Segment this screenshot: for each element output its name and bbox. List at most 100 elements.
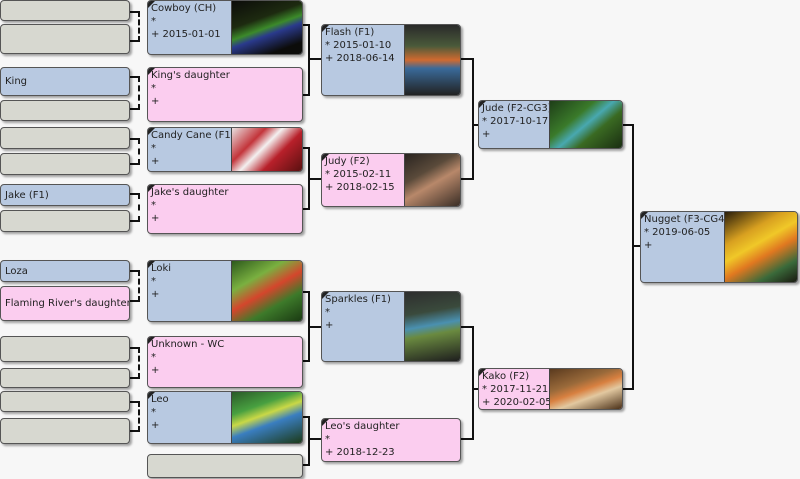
- person-card[interactable]: Loza: [0, 260, 130, 282]
- person-name: King's daughter: [151, 70, 230, 81]
- person-card[interactable]: Candy Cane (F1) * +: [147, 127, 303, 172]
- person-card-empty[interactable]: [0, 24, 130, 54]
- person-card-root[interactable]: Nugget (F3-CG4)* 2019-06-05+: [640, 211, 798, 283]
- person-name: Jude (F2-CG3): [482, 103, 552, 114]
- connector-line: [303, 464, 309, 466]
- person-card-empty[interactable]: [0, 418, 130, 444]
- connector-line: [138, 138, 140, 165]
- card-corner-marker: [148, 392, 155, 399]
- person-name: King: [5, 76, 28, 87]
- person-name: Jake (F1): [5, 189, 49, 201]
- connector-line: [130, 76, 140, 78]
- connector-line: [472, 124, 478, 126]
- connector-line: [130, 300, 140, 302]
- death-date: +: [151, 96, 160, 107]
- birth-date: * 2015-02-11: [325, 169, 392, 180]
- connector-line: [138, 193, 140, 222]
- person-card[interactable]: Flash (F1) * 2015-01-10 + 2018-06-14: [321, 24, 461, 96]
- person-card[interactable]: Leo*+: [147, 391, 303, 444]
- connector-line: [138, 11, 140, 42]
- person-card[interactable]: Jake (F1): [0, 184, 130, 206]
- person-card-empty[interactable]: [0, 391, 130, 412]
- card-corner-marker: [641, 212, 648, 219]
- death-date: +: [325, 320, 334, 331]
- person-name: Flash (F1): [325, 27, 375, 38]
- connector-line: [138, 76, 140, 110]
- connector-line: [303, 416, 309, 418]
- death-date: +: [482, 129, 491, 140]
- connector-line: [130, 163, 140, 165]
- person-card[interactable]: Cowboy (CH)* + 2015-01-01: [147, 0, 303, 55]
- birth-date: * 2019-06-05: [644, 227, 711, 238]
- birth-date: *: [151, 352, 156, 363]
- connector-line: [472, 58, 474, 180]
- person-card[interactable]: Flaming River's daughter: [0, 286, 130, 321]
- person-card-empty[interactable]: [0, 127, 130, 149]
- birth-date: * 2017-10-17: [482, 116, 549, 127]
- connector-line: [623, 388, 633, 390]
- card-corner-marker: [479, 101, 486, 108]
- person-card[interactable]: Kako (F2)* 2017-11-21+ 2020-02-05: [478, 368, 623, 410]
- person-name: Loza: [5, 265, 28, 277]
- person-card-empty[interactable]: [147, 454, 303, 478]
- death-date: +: [151, 156, 160, 167]
- connector-line: [308, 24, 310, 96]
- person-card-empty[interactable]: [0, 100, 130, 121]
- connector-line: [303, 147, 309, 149]
- connector-line: [130, 347, 140, 349]
- person-name: Nugget (F3-CG4): [644, 214, 729, 225]
- chameleon-photo: [549, 101, 622, 148]
- person-card[interactable]: Leo's daughter*+ 2018-12-23: [321, 418, 461, 462]
- birth-date: *: [151, 200, 156, 211]
- birth-date: *: [325, 434, 330, 445]
- person-card-empty[interactable]: [0, 210, 130, 232]
- person-card-empty[interactable]: [0, 0, 130, 21]
- person-card[interactable]: Loki*+: [147, 260, 303, 322]
- person-card[interactable]: Judy (F2)* 2015-02-11+ 2018-02-15: [321, 153, 461, 207]
- person-card-empty[interactable]: [0, 153, 130, 175]
- person-card[interactable]: Sparkles (F1)*+: [321, 291, 461, 362]
- connector-line: [461, 326, 473, 328]
- chameleon-photo: [549, 369, 622, 409]
- birth-date: *: [151, 16, 156, 27]
- connector-line: [308, 438, 321, 440]
- person-name: Cowboy (CH): [151, 3, 217, 14]
- card-corner-marker: [148, 128, 155, 135]
- person-card[interactable]: King: [0, 67, 130, 96]
- birth-date: *: [151, 276, 156, 287]
- connector-line: [130, 193, 140, 195]
- person-card[interactable]: Unknown - WC * +: [147, 336, 303, 388]
- connector-line: [303, 94, 309, 96]
- person-card-empty[interactable]: [0, 368, 130, 388]
- connector-line: [303, 360, 309, 362]
- death-date: + 2018-06-14: [325, 53, 395, 64]
- birth-date: *: [151, 407, 156, 418]
- connector-line: [303, 208, 309, 210]
- person-card[interactable]: King's daughter * +: [147, 67, 303, 122]
- birth-date: *: [151, 143, 156, 154]
- chameleon-photo: [231, 261, 302, 321]
- connector-line: [130, 430, 140, 432]
- person-name: Leo: [151, 394, 169, 405]
- person-name: Candy Cane (F1): [151, 130, 235, 141]
- connector-line: [130, 220, 140, 222]
- person-card[interactable]: Jake's daughter*+: [147, 184, 303, 234]
- connector-line: [308, 416, 310, 466]
- death-date: +: [151, 365, 160, 376]
- chameleon-photo: [231, 1, 302, 54]
- connector-line: [138, 347, 140, 379]
- person-card-empty[interactable]: [0, 336, 130, 362]
- birth-date: *: [151, 83, 156, 94]
- card-corner-marker: [322, 154, 329, 161]
- connector-line: [472, 388, 478, 390]
- person-name: Jake's daughter: [151, 187, 229, 198]
- chameleon-photo: [231, 392, 302, 443]
- person-card[interactable]: Jude (F2-CG3) * 2017-10-17 +: [478, 100, 623, 149]
- card-corner-marker: [322, 292, 329, 299]
- birth-date: * 2017-11-21: [482, 384, 549, 395]
- person-name: Unknown - WC: [151, 339, 225, 350]
- card-corner-marker: [148, 337, 155, 344]
- birth-date: * 2015-01-10: [325, 40, 392, 51]
- connector-line: [138, 270, 140, 302]
